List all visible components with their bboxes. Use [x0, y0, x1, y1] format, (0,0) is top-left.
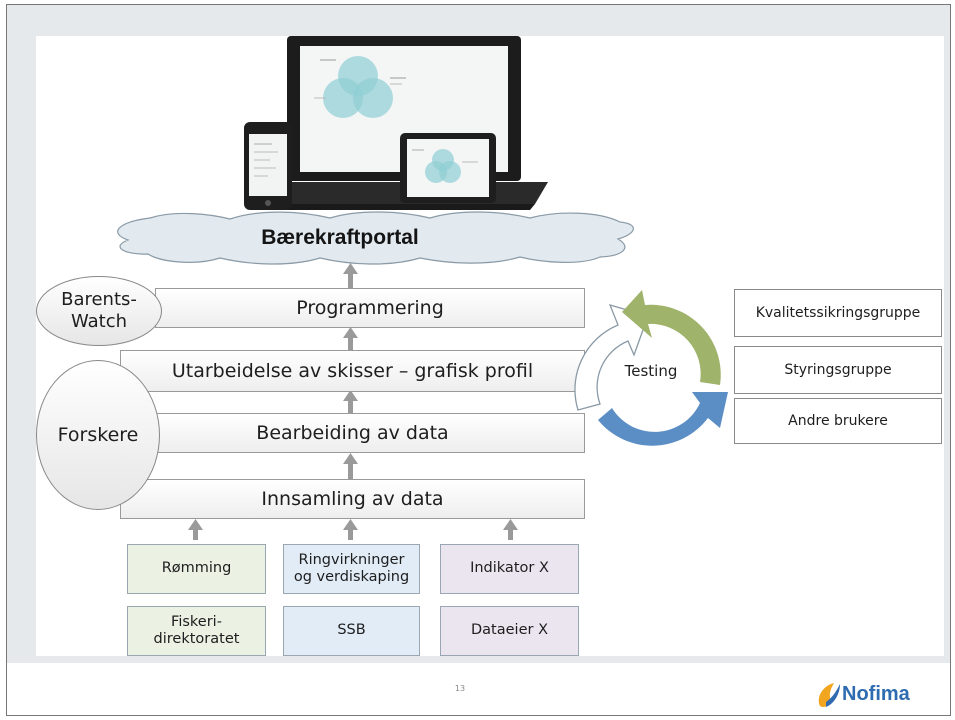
- portal-label: Bærekraftportal: [261, 226, 419, 249]
- arrow-up-icon: [503, 519, 518, 540]
- group-label: Andre brukere: [788, 412, 888, 429]
- source-ringvirkninger: Ringvirkninger og verdiskaping: [283, 544, 420, 594]
- testing-label: Testing: [624, 362, 678, 380]
- layer-label: Innsamling av data: [261, 487, 444, 510]
- cycle-arrow-icon: [574, 304, 649, 411]
- source-indikator-x: Indikator X: [440, 544, 579, 594]
- source-label-line1: Ringvirkninger: [298, 551, 405, 568]
- actor-label: Forskere: [57, 424, 139, 446]
- layer-label: Utarbeidelse av skisser – grafisk profil: [171, 359, 534, 382]
- source-label: SSB: [337, 622, 366, 639]
- nofima-logo-icon: [818, 683, 840, 707]
- actor-forskere: Forskere: [36, 360, 160, 510]
- source-romming: Rømming: [127, 544, 266, 594]
- group-andre-brukere: Andre brukere: [734, 398, 942, 444]
- group-styring: Styringsgruppe: [734, 346, 942, 394]
- arrow-up-icon: [343, 453, 358, 479]
- arrow-up-icon: [343, 327, 358, 350]
- arrow-up-icon: [343, 263, 358, 288]
- layer-skisser: Utarbeidelse av skisser – grafisk profil: [120, 350, 585, 392]
- layer-label: Bearbeiding av data: [256, 421, 449, 444]
- group-label: Styringsgruppe: [784, 361, 892, 378]
- actor-label-line1: Barents-: [61, 289, 137, 311]
- page-number: 13: [454, 684, 466, 693]
- arrow-up-icon: [343, 390, 358, 413]
- layer-label: Programmering: [296, 296, 444, 319]
- source-dataeier-x: Dataeier X: [440, 606, 579, 656]
- nofima-logo: Nofima: [812, 680, 932, 712]
- actor-label-line2: Watch: [70, 311, 128, 332]
- arrow-up-icon: [188, 519, 203, 540]
- tablet-icon: [400, 133, 496, 203]
- source-label-line1: Fiskeri-: [171, 613, 222, 630]
- layer-programmering: Programmering: [155, 288, 585, 328]
- group-kvalitetssikring: Kvalitetssikringsgruppe: [734, 289, 942, 337]
- source-ssb: SSB: [283, 606, 420, 656]
- group-label: Kvalitetssikringsgruppe: [755, 304, 921, 321]
- source-label: Rømming: [161, 560, 232, 577]
- phone-icon: [244, 122, 292, 210]
- source-fiskeridirektoratet: Fiskeri- direktoratet: [127, 606, 266, 656]
- actor-barentswatch: Barents- Watch: [36, 276, 162, 346]
- source-label: Indikator X: [470, 560, 549, 577]
- cycle-arrow-icon: [622, 290, 721, 385]
- layer-bearbeiding: Bearbeiding av data: [120, 413, 585, 453]
- source-label: Dataeier X: [471, 622, 548, 639]
- source-label-line2: og verdiskaping: [293, 569, 410, 585]
- source-label-line2: direktoratet: [153, 631, 240, 647]
- cycle-arrow-icon: [598, 392, 728, 446]
- logo-text: Nofima: [842, 683, 910, 705]
- arrow-up-icon: [343, 519, 358, 540]
- layer-innsamling: Innsamling av data: [120, 479, 585, 519]
